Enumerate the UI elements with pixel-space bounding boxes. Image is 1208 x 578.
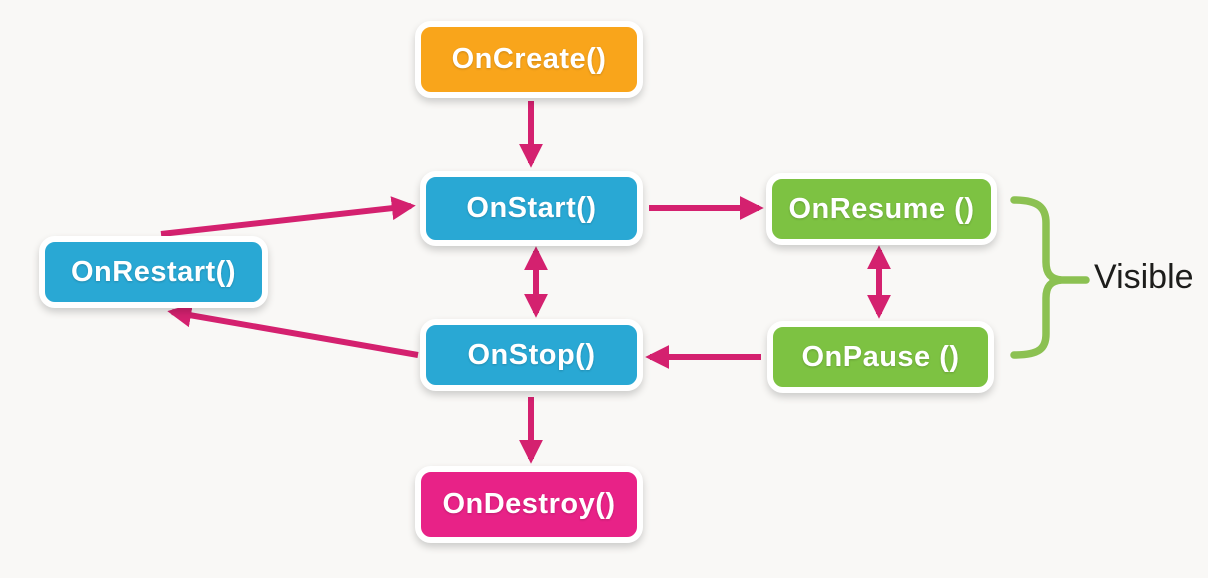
visible-group-brace — [1010, 196, 1062, 359]
node-onpause: OnPause () — [767, 321, 994, 393]
visible-label: Visible — [1094, 258, 1194, 296]
node-ondestroy: OnDestroy() — [415, 466, 643, 543]
node-onstop: OnStop() — [420, 319, 643, 391]
node-onresume: OnResume () — [766, 173, 997, 245]
arrow-onrestart-to-onstart — [160, 196, 416, 237]
node-onstart: OnStart() — [420, 171, 643, 246]
node-oncreate: OnCreate() — [415, 21, 643, 98]
node-onrestart: OnRestart() — [39, 236, 268, 308]
arrow-onstop-to-onrestart — [167, 303, 419, 358]
